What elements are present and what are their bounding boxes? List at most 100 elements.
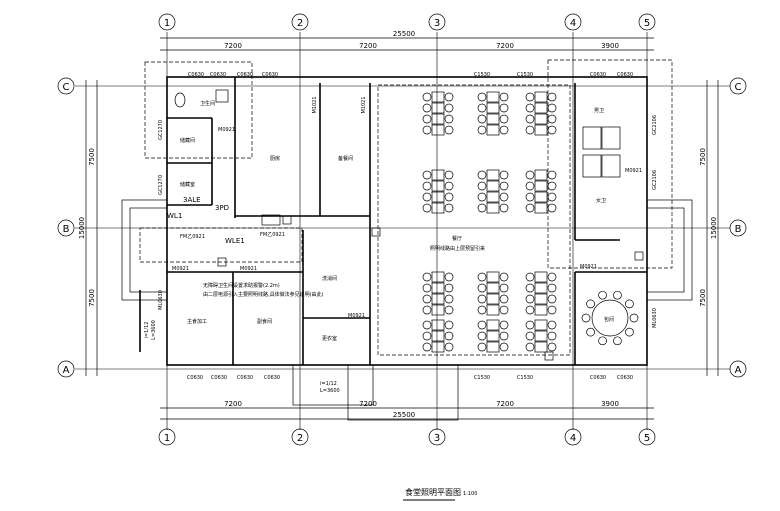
svg-text:C: C: [735, 82, 742, 93]
grid-bubbles: 1 1 2 2 3 3 4 4 5 5 C C B B A A: [57, 13, 747, 446]
svg-text:7500: 7500: [699, 289, 707, 307]
svg-text:女卫: 女卫: [596, 197, 606, 204]
svg-text:C0630: C0630: [262, 72, 278, 78]
svg-text:FM乙0921: FM乙0921: [180, 233, 205, 240]
svg-text:C1530: C1530: [517, 72, 533, 78]
svg-text:WLE1: WLE1: [225, 237, 245, 245]
dining-table: [486, 124, 500, 136]
dining-table: [534, 271, 548, 283]
chair: [444, 320, 454, 330]
grid-lines: [75, 32, 730, 430]
chair: [525, 342, 535, 352]
chair: [499, 342, 509, 352]
window-tags: C0630 C0630 C0630 C0630 C1530 C1530 C063…: [158, 72, 658, 381]
dining-table: [486, 341, 500, 353]
chair: [598, 336, 607, 346]
dining-table: [534, 191, 548, 203]
dimensions: 25500 7200 7200 7200 3900 7200 7200 7200…: [78, 30, 719, 420]
svg-text:M0921: M0921: [625, 168, 642, 174]
dining-table: [431, 341, 445, 353]
svg-text:储藏室: 储藏室: [180, 181, 195, 188]
chair: [581, 313, 591, 323]
dining-table: [534, 113, 548, 125]
chair: [477, 125, 487, 135]
dining-table: [486, 202, 500, 214]
chair: [499, 125, 509, 135]
dining-table: [431, 102, 445, 114]
svg-text:4: 4: [570, 18, 576, 29]
dining-table: [431, 304, 445, 316]
chair: [477, 272, 487, 282]
chair: [477, 331, 487, 341]
svg-text:M0921: M0921: [580, 264, 597, 270]
svg-text:M0921: M0921: [172, 266, 189, 272]
svg-text:B: B: [63, 224, 70, 235]
chair: [547, 320, 557, 330]
svg-text:由二层电源引入主要照明线路,具体做法参见说明(由此): 由二层电源引入主要照明线路,具体做法参见说明(由此): [203, 291, 324, 298]
dining-table: [431, 113, 445, 125]
chair: [547, 92, 557, 102]
chair: [477, 203, 487, 213]
drawing-title: 食堂照明平面图 1:100: [403, 487, 477, 501]
svg-text:3: 3: [434, 433, 440, 444]
chair: [422, 114, 432, 124]
chair: [422, 192, 432, 202]
dining-table: [486, 191, 500, 203]
chair: [547, 272, 557, 282]
svg-text:GC2106: GC2106: [652, 170, 658, 190]
svg-text:3900: 3900: [601, 400, 619, 408]
svg-text:照明线路由上层预留引来: 照明线路由上层预留引来: [430, 245, 485, 252]
svg-text:食堂照明平面图: 食堂照明平面图: [405, 487, 461, 497]
svg-text:C1530: C1530: [517, 375, 533, 381]
chair: [422, 203, 432, 213]
chair: [422, 92, 432, 102]
grid-row-c: C C: [57, 77, 747, 95]
chair: [625, 327, 634, 337]
dining-table: [486, 293, 500, 305]
chair: [547, 192, 557, 202]
svg-text:L=3600: L=3600: [151, 320, 157, 340]
room-labels: 卫生间 储藏间 储藏室 厨房 备餐间 主食加工 副食间 洗消间 更衣室 餐厅 照…: [180, 100, 614, 342]
chair: [422, 272, 432, 282]
chair: [477, 103, 487, 113]
svg-text:副食间: 副食间: [257, 318, 272, 325]
svg-text:GC2106: GC2106: [652, 115, 658, 135]
dining-tables: [422, 91, 557, 353]
dining-table: [431, 330, 445, 342]
grid-col-2: 2 2: [291, 13, 309, 446]
svg-text:洗消间: 洗消间: [322, 275, 337, 282]
svg-text:FM乙0921: FM乙0921: [260, 231, 285, 238]
dining-table: [431, 169, 445, 181]
dining-table: [431, 319, 445, 331]
chair: [629, 313, 639, 323]
chair: [444, 283, 454, 293]
chair: [525, 283, 535, 293]
svg-text:WL1: WL1: [167, 212, 182, 220]
chair: [422, 331, 432, 341]
svg-text:15000: 15000: [78, 217, 86, 239]
svg-text:包间: 包间: [604, 316, 614, 323]
svg-text:2: 2: [297, 18, 303, 29]
chair: [547, 103, 557, 113]
chair: [525, 320, 535, 330]
dashed-zones: [139, 59, 673, 356]
svg-text:C0630: C0630: [590, 72, 606, 78]
dining-table: [534, 282, 548, 294]
svg-text:M0921: M0921: [240, 266, 257, 272]
svg-text:B: B: [735, 224, 742, 235]
dining-table: [431, 271, 445, 283]
dining-table: [486, 271, 500, 283]
svg-text:餐厅: 餐厅: [452, 235, 462, 242]
chair: [547, 181, 557, 191]
chair: [525, 181, 535, 191]
svg-text:厨房: 厨房: [270, 155, 280, 162]
chair: [547, 342, 557, 352]
chair: [586, 299, 595, 309]
chair: [477, 114, 487, 124]
dining-table: [486, 304, 500, 316]
svg-text:主食加工: 主食加工: [187, 318, 207, 325]
chair: [547, 294, 557, 304]
dining-table: [534, 180, 548, 192]
svg-text:卫生间: 卫生间: [200, 100, 215, 107]
